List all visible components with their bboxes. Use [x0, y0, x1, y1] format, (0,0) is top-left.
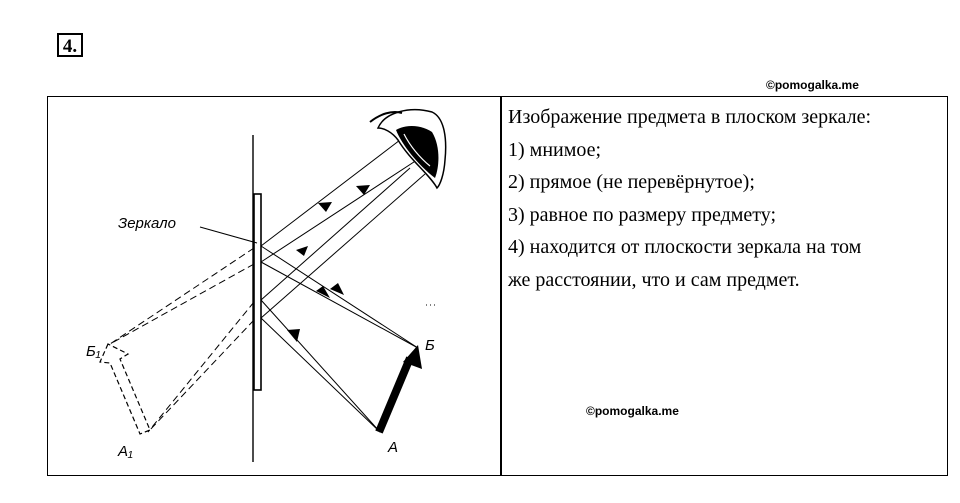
reflected-ray-3 [260, 167, 411, 301]
label-b1: Б₁ [86, 343, 101, 360]
mirror-label: Зеркало [118, 215, 176, 232]
incident-ray-b-2 [260, 261, 419, 349]
table-divider [500, 97, 502, 475]
explanation-item-3: 3) равное по размеру предмету; [508, 203, 777, 226]
explanation-text: Изображение предмета в плоском зеркале: … [508, 101, 948, 296]
virtual-ray-3 [147, 301, 255, 433]
reflected-ray-4 [260, 173, 426, 319]
virtual-ray-1 [109, 247, 255, 345]
watermark-figure: ©pomogalka.me [586, 404, 679, 418]
object-arrow-shaft [375, 356, 414, 434]
object-arrow-head [403, 345, 422, 369]
content-table: Изображение предмета в плоском зеркале: … [47, 96, 948, 476]
task-number: 4. [57, 33, 83, 57]
reflected-arrow-1 [318, 202, 332, 212]
virtual-ray-4 [147, 319, 255, 433]
explanation-item-4-line-1: 4) находится от плоскости зеркала на том [508, 236, 862, 258]
incident-ray-a-2 [260, 317, 381, 433]
incident-arrow-3 [287, 329, 300, 342]
eye-icon [369, 109, 447, 190]
reflected-ray-2 [260, 157, 421, 263]
virtual-ray-2 [109, 263, 255, 345]
explanation-item-4-line-2: же расстоянии, что и сам предмет. [508, 268, 800, 291]
reflected-arrow-2 [356, 185, 370, 195]
image-arrow [99, 343, 151, 435]
mirror-label-leader [199, 226, 258, 244]
label-a: A [387, 439, 398, 456]
label-b: Б [425, 337, 435, 354]
explanation-item-2: 2) прямое (не перевёрнутое); [508, 171, 755, 193]
incident-arrow-2 [316, 286, 330, 298]
explanation-heading: Изображение предмета в плоском зеркале: [508, 106, 872, 128]
reflected-arrow-3 [296, 246, 308, 256]
mirror [253, 193, 262, 391]
label-a1: A₁ [117, 443, 133, 460]
reflected-ray-1 [260, 139, 401, 247]
incident-ray-a-1 [260, 299, 381, 433]
explanation-item-1: 1) мнимое; [508, 138, 602, 161]
incident-arrow-1 [330, 283, 344, 295]
watermark-top: ©pomogalka.me [766, 78, 859, 92]
incident-ray-b-1 [260, 245, 419, 349]
